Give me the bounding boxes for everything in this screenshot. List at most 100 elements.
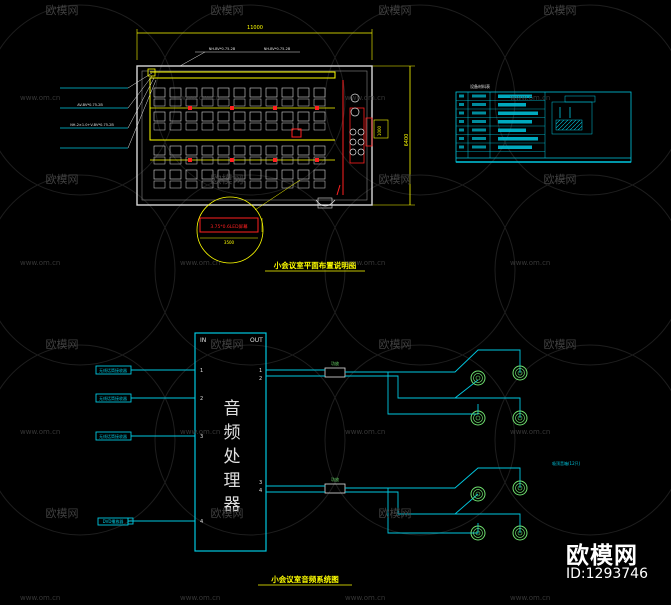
amp-label-1: 功放 <box>331 360 339 366</box>
seat <box>153 87 166 98</box>
ceiling-speakers <box>188 106 319 162</box>
seat <box>201 145 214 156</box>
seat <box>313 122 326 131</box>
seat <box>201 180 214 189</box>
seat <box>249 87 262 98</box>
watermark-url: www.om.cn <box>180 428 220 436</box>
processor-label-char: 频 <box>224 423 241 443</box>
seat <box>201 87 214 98</box>
input-source-3: 无线话筒接收器 <box>99 433 127 439</box>
floor-plan: 11000 6400 1000 NH <box>60 25 415 272</box>
seat <box>153 145 166 156</box>
speaker-icon <box>512 365 528 381</box>
seat <box>217 87 230 98</box>
seat <box>233 98 246 107</box>
seat <box>281 98 294 107</box>
plan-speaker-marker <box>273 106 277 110</box>
seat <box>297 98 310 107</box>
watermark-url: www.om.cn <box>180 94 220 102</box>
speaker-icon <box>512 480 528 496</box>
seat <box>201 98 214 107</box>
seat <box>297 122 310 131</box>
seat <box>201 169 214 180</box>
seat <box>169 122 182 131</box>
processor-in-label: IN <box>200 337 206 344</box>
seat <box>249 156 262 165</box>
seat <box>185 87 198 98</box>
seat <box>169 156 182 165</box>
seat <box>265 180 278 189</box>
legend-row-text <box>498 128 526 132</box>
seat <box>281 111 294 122</box>
seat <box>185 145 198 156</box>
seat <box>153 111 166 122</box>
seat <box>185 122 198 131</box>
watermark-brand: 欧模网 <box>379 173 412 186</box>
watermark-brand: 欧模网 <box>544 338 577 351</box>
legend-header: 设备材料表 <box>470 83 490 89</box>
seat <box>201 111 214 122</box>
plan-speaker-marker <box>315 158 319 162</box>
watermark-url: www.om.cn <box>510 428 550 436</box>
seat <box>217 180 230 189</box>
seat <box>313 180 326 189</box>
input-port-3: 3 <box>200 434 203 440</box>
legend-row-text <box>498 137 538 141</box>
watermark-url: www.om.cn <box>20 428 60 436</box>
watermark-brand: 欧模网 <box>544 173 577 186</box>
seat <box>233 111 246 122</box>
legend-row-text <box>498 120 532 124</box>
speaker-icon <box>512 525 528 541</box>
seat <box>169 87 182 98</box>
input-port-1: 1 <box>200 368 203 374</box>
seat <box>297 87 310 98</box>
seat <box>201 156 214 165</box>
legend-row-text <box>498 111 538 115</box>
seat <box>313 145 326 156</box>
seat <box>153 180 166 189</box>
input-port-4: 4 <box>200 519 203 525</box>
seat <box>313 98 326 107</box>
seat <box>313 156 326 165</box>
input-source-1: 无线话筒接收器 <box>99 367 127 373</box>
watermark-brand: 欧模网 <box>379 4 412 17</box>
equipment-legend: 设备材料表 <box>455 83 632 163</box>
legend-row-text <box>498 94 532 98</box>
legend-row-text <box>498 103 526 107</box>
left-callout-2: AV-BV*0.75-2B <box>77 103 103 107</box>
processor-label-char: 理 <box>224 471 241 491</box>
seat <box>169 111 182 122</box>
watermark-layer: 欧模网欧模网欧模网欧模网欧模网欧模网欧模网欧模网欧模网欧模网欧模网欧模网欧模网欧… <box>20 4 577 602</box>
plan-height-dim: 6400 <box>404 134 410 147</box>
seat <box>249 180 262 189</box>
left-callout-3: NH-2×1.0+V-BV*0.75-2B <box>70 123 114 127</box>
seat <box>153 98 166 107</box>
seat <box>281 145 294 156</box>
output-port-4: 4 <box>259 488 262 494</box>
seating-grid <box>153 87 326 189</box>
input-source-2: 无线话筒接收器 <box>99 395 127 401</box>
seat <box>233 145 246 156</box>
watermark-brand: 欧模网 <box>544 4 577 17</box>
speaker-icon <box>470 410 486 426</box>
seat <box>153 156 166 165</box>
seat <box>153 169 166 180</box>
plan-detail-dim: 1000 <box>377 125 382 136</box>
seat <box>169 180 182 189</box>
plan-speaker-marker <box>230 106 234 110</box>
seat <box>281 122 294 131</box>
speaker-icon <box>470 525 486 541</box>
seat <box>265 145 278 156</box>
seat <box>185 169 198 180</box>
seat <box>313 169 326 180</box>
seat <box>201 122 214 131</box>
seat <box>153 122 166 131</box>
watermark-url: www.om.cn <box>345 259 385 267</box>
plan-speaker-marker <box>315 106 319 110</box>
seat <box>217 122 230 131</box>
processor-label-char: 音 <box>224 399 241 419</box>
seat <box>233 169 246 180</box>
watermark-brand: 欧模网 <box>211 338 244 351</box>
seat <box>281 87 294 98</box>
